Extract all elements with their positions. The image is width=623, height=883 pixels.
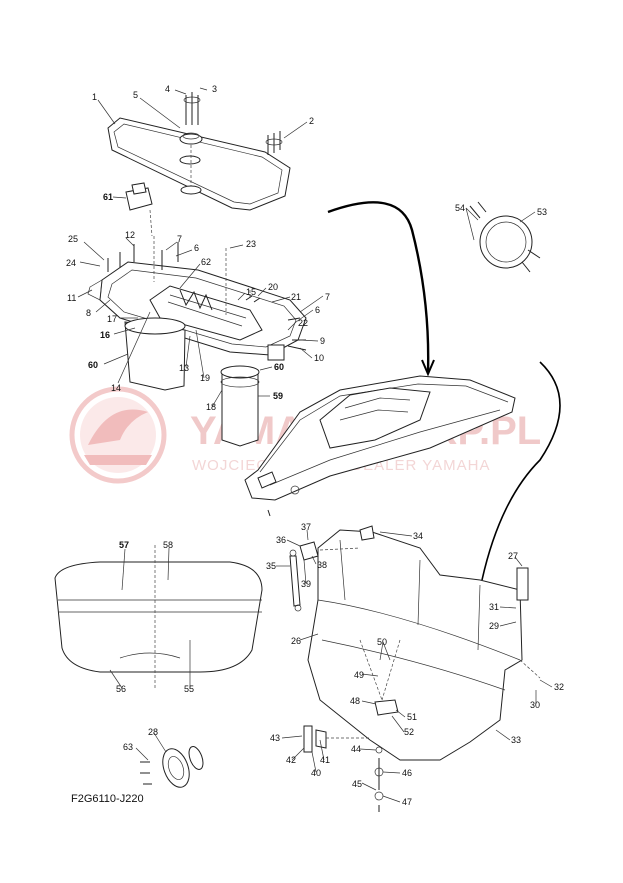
callout-2: 2 (309, 116, 314, 126)
leader-lines (77, 87, 553, 803)
callout-6a: 6 (194, 243, 199, 253)
callout-52: 52 (404, 727, 414, 737)
fitting-part-28 (140, 746, 204, 788)
callout-33: 33 (511, 735, 521, 745)
callout-48: 48 (350, 696, 360, 706)
callout-38: 38 (317, 560, 327, 570)
callout-17: 17 (107, 314, 117, 324)
callout-58: 58 (163, 540, 173, 550)
callout-39: 39 (301, 579, 311, 589)
storage-compartment-assembly (87, 236, 307, 447)
callout-12: 12 (125, 230, 135, 240)
diagram-code: F2G6110-J220 (71, 793, 144, 805)
callout-55: 55 (184, 684, 194, 694)
callout-60a: 60 (88, 360, 98, 370)
callout-59: 59 (273, 391, 283, 401)
watermark-logo-icon (69, 386, 167, 484)
callout-6b: 6 (315, 305, 320, 315)
gas-strut-part-35 (289, 541, 361, 612)
callout-51: 51 (407, 712, 417, 722)
interior-liner-assembly (307, 525, 541, 761)
callout-25: 25 (68, 234, 78, 244)
callout-19: 19 (200, 373, 210, 383)
callout-56: 56 (116, 684, 126, 694)
cover-panel-part-55 (54, 545, 263, 690)
callout-60b: 60 (274, 362, 284, 372)
callout-53: 53 (537, 207, 547, 217)
leader-curve-top (327, 201, 430, 373)
callout-20: 20 (268, 282, 278, 292)
callout-10: 10 (314, 353, 324, 363)
callout-63: 63 (123, 742, 133, 752)
callout-14: 14 (111, 383, 121, 393)
callout-23: 23 (246, 239, 256, 249)
vent-ring-part-53 (469, 201, 541, 273)
callout-16: 16 (100, 330, 110, 340)
callout-34: 34 (413, 531, 423, 541)
callout-44: 44 (351, 744, 361, 754)
callout-35: 35 (266, 561, 276, 571)
callout-22: 22 (298, 318, 308, 328)
callout-45: 45 (352, 779, 362, 789)
callout-labels: 1 2 3 4 5 61 25 12 7 6 23 24 62 11 8 17 … (66, 84, 564, 807)
callout-3: 3 (212, 84, 217, 94)
callout-31: 31 (489, 602, 499, 612)
callout-18: 18 (206, 402, 216, 412)
callout-7b: 7 (325, 292, 330, 302)
callout-50: 50 (377, 637, 387, 647)
callout-37: 37 (301, 522, 311, 532)
callout-46: 46 (402, 768, 412, 778)
callout-29: 29 (489, 621, 499, 631)
callout-62: 62 (201, 257, 211, 267)
callout-15: 15 (246, 287, 256, 297)
callout-7a: 7 (177, 234, 182, 244)
callout-21: 21 (291, 292, 301, 302)
callout-28: 28 (148, 727, 158, 737)
callout-54: 54 (455, 203, 465, 213)
boat-overview (244, 375, 516, 517)
callout-26: 26 (291, 636, 301, 646)
cap-part-61 (125, 182, 153, 237)
callout-11: 11 (67, 293, 76, 303)
callout-9: 9 (320, 336, 325, 346)
callout-43: 43 (270, 733, 280, 743)
callout-36: 36 (276, 535, 286, 545)
callout-47: 47 (402, 797, 412, 807)
callout-24: 24 (66, 258, 76, 268)
callout-49: 49 (354, 670, 364, 680)
callout-1: 1 (92, 92, 97, 102)
callout-57: 57 (119, 540, 129, 550)
callout-13: 13 (179, 363, 189, 373)
callout-27: 27 (508, 551, 518, 561)
callout-61: 61 (103, 192, 113, 202)
callout-40: 40 (311, 768, 321, 778)
callout-41: 41 (320, 755, 330, 765)
callout-30: 30 (530, 700, 540, 710)
callout-8: 8 (86, 308, 91, 318)
callout-5: 5 (133, 90, 138, 100)
callout-42: 42 (286, 755, 296, 765)
hardware-parts-40-47 (303, 725, 384, 812)
hatch-lid-assembly (107, 92, 291, 211)
leader-curve-right (481, 361, 561, 581)
callout-32: 32 (554, 682, 564, 692)
callout-4: 4 (165, 84, 170, 94)
